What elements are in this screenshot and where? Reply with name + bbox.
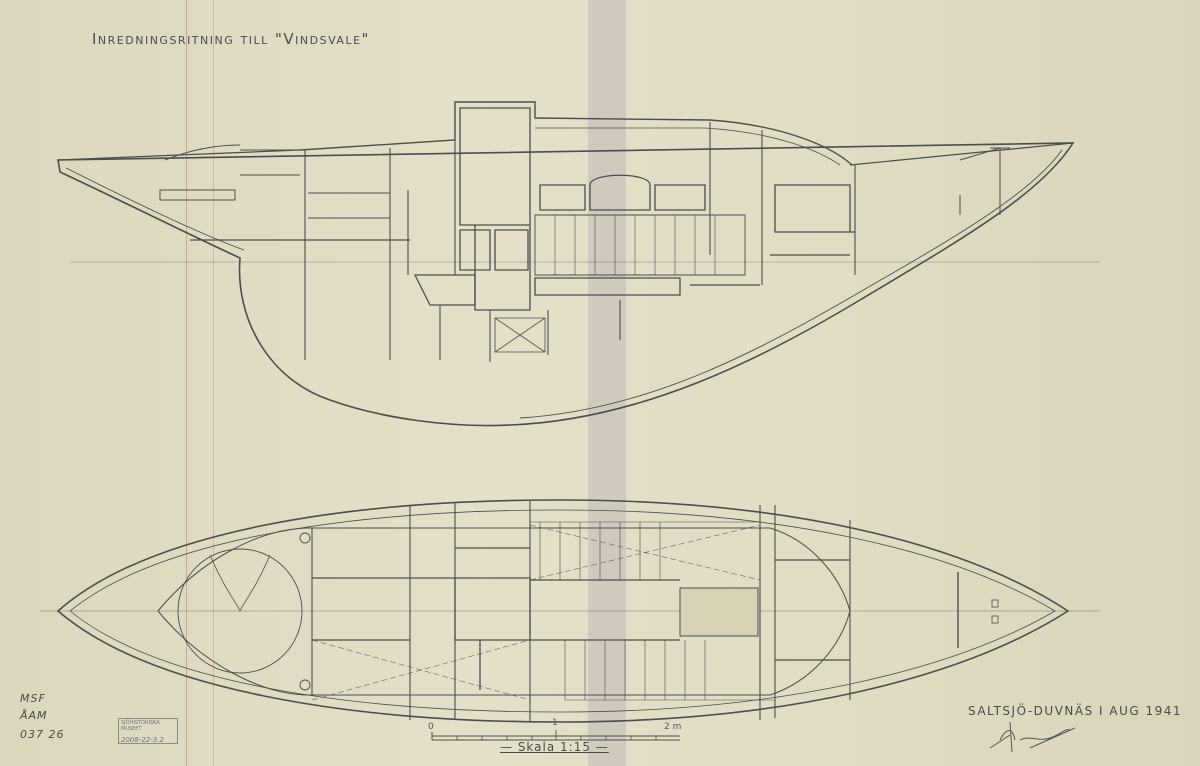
coachroof xyxy=(299,101,853,166)
deck-fitting xyxy=(991,599,999,608)
scale-tick-2: 2 m xyxy=(664,722,682,732)
bulkheads xyxy=(304,122,856,362)
settee-plan-top xyxy=(530,521,760,580)
cabin-sole xyxy=(190,239,850,306)
cushion xyxy=(679,587,759,637)
settee-slats xyxy=(554,215,716,275)
place-date: SALTSJÖ-DUVNÄS I AUG 1941 xyxy=(968,704,1183,718)
settee-plan-bottom xyxy=(564,640,775,701)
archive-mark-2: ÅAM xyxy=(20,709,48,722)
museum-stamp: SJÖHISTORISKA MUSEET 2008-22-3.2 xyxy=(118,718,178,744)
cockpit-seat xyxy=(209,554,271,612)
cockpit-hatch xyxy=(177,548,303,674)
profile-hull-outline xyxy=(57,142,1075,427)
diagonal-lines xyxy=(311,524,761,701)
fore-berth xyxy=(774,184,855,233)
drawing-title: Inredningsritning till "Vindsvale" xyxy=(92,30,370,48)
plan-furniture xyxy=(312,547,850,690)
stamp-number: 2008-22-3.2 xyxy=(121,736,164,744)
margin-line-2 xyxy=(213,0,214,766)
profile-view xyxy=(57,101,1100,427)
stamp-text: SJÖHISTORISKA MUSEET xyxy=(121,720,160,732)
companionway xyxy=(459,107,531,311)
scale-tick-1: 1 xyxy=(552,718,558,728)
deck-fitting-2 xyxy=(991,615,999,624)
keel-cross xyxy=(494,317,546,353)
scale-bar xyxy=(431,730,680,741)
signature-mark xyxy=(989,721,1076,753)
archive-mark-1: MSF xyxy=(20,692,46,705)
settee-back xyxy=(534,214,746,276)
winch xyxy=(299,532,311,544)
cabinets xyxy=(459,174,706,271)
coachroof-inner xyxy=(535,127,841,166)
winch-2 xyxy=(299,679,311,691)
bow-details xyxy=(959,147,1010,215)
profile-hull-inner xyxy=(65,149,1063,419)
plan-view xyxy=(40,499,1100,723)
aft-locker xyxy=(159,144,390,219)
plan-hull-outline xyxy=(56,499,1070,723)
archive-mark-3: 037 26 xyxy=(20,728,65,741)
margin-line xyxy=(186,0,187,766)
scale-tick-0: 0 xyxy=(428,722,434,732)
scale-label: — Skala 1:15 — xyxy=(500,740,609,754)
plan-hull-inner xyxy=(69,509,1056,713)
